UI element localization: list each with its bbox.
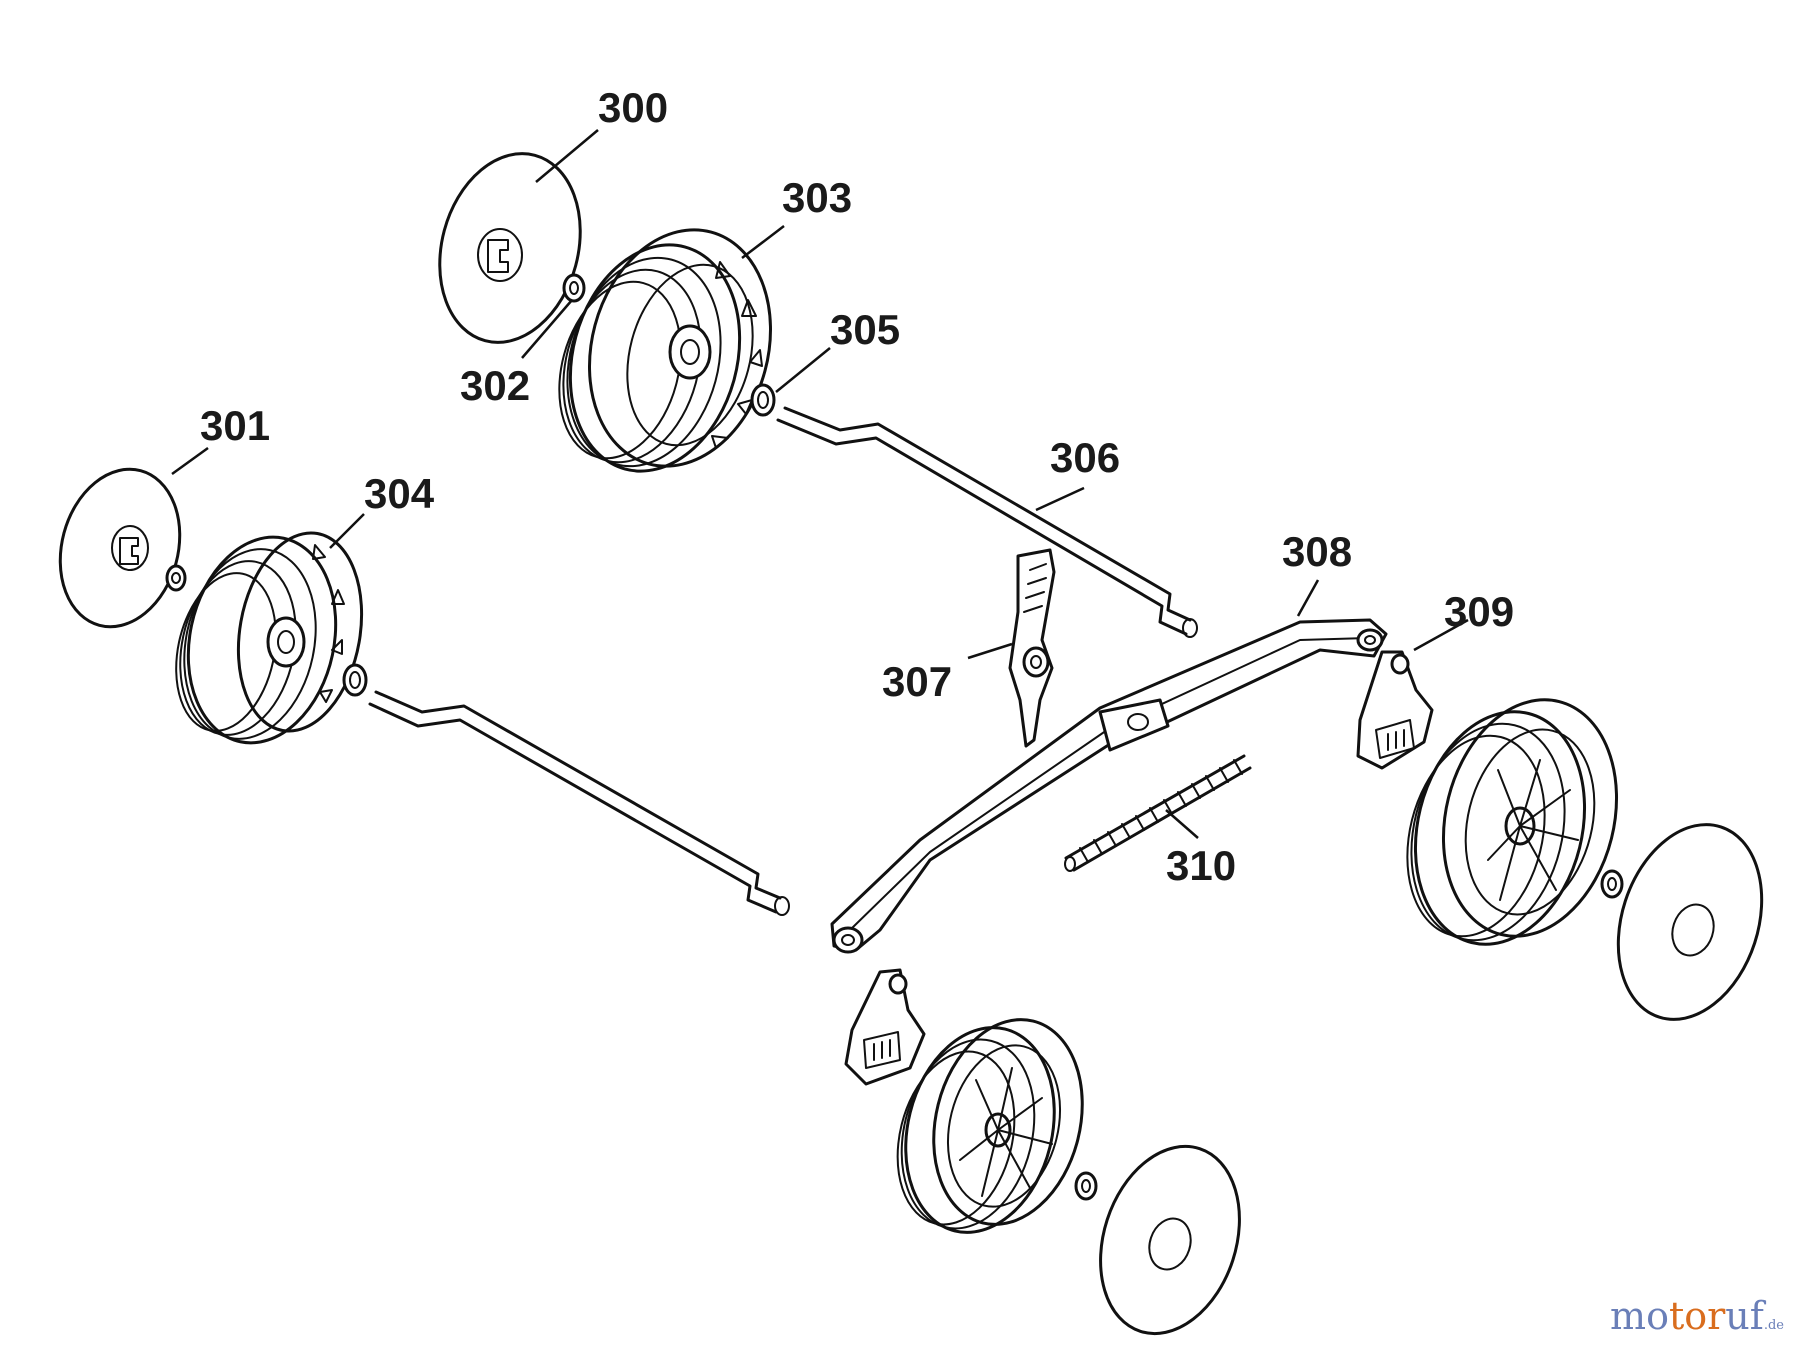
part-306-axle-rod [776, 406, 1198, 638]
label-310: 310 [1166, 842, 1236, 889]
part-301-hub-cap [58, 467, 182, 629]
part-304-wheel [175, 531, 364, 745]
label-301: 301 [200, 402, 270, 449]
label-305: 305 [830, 306, 900, 353]
label-308: 308 [1282, 528, 1352, 575]
left-bracket [844, 968, 926, 1086]
left-front-wheel [896, 1018, 1084, 1234]
label-309: 309 [1444, 588, 1514, 635]
front-left-washer [342, 663, 368, 697]
label-300: 300 [598, 84, 668, 131]
part-309-bracket [1356, 650, 1434, 770]
part-308-frame [830, 618, 1388, 954]
front-axle-rod [368, 690, 790, 916]
label-304: 304 [364, 470, 435, 517]
part-303-wheel [558, 228, 772, 473]
right-rear-wheel [1406, 698, 1619, 946]
part-302-nut [562, 273, 586, 303]
right-nut [1600, 869, 1624, 899]
label-302: 302 [460, 362, 530, 409]
lower-hub-cap [1099, 1144, 1241, 1336]
label-306: 306 [1050, 434, 1120, 481]
motoruf-watermark: motoruf.de [1610, 1294, 1784, 1338]
label-303: 303 [782, 174, 852, 221]
label-307: 307 [882, 658, 952, 705]
leader-lines [171, 129, 1469, 839]
part-305-washer [750, 383, 776, 417]
part-310-spring [1064, 754, 1252, 872]
lower-nut [1074, 1171, 1098, 1201]
part-300-hub-cap [438, 152, 582, 344]
right-hub-cap [1616, 823, 1764, 1021]
part-307-lever [1008, 548, 1056, 748]
front-left-nut [165, 564, 187, 592]
part-labels: 300 303 305 302 301 304 306 308 309 307 … [200, 84, 1514, 889]
